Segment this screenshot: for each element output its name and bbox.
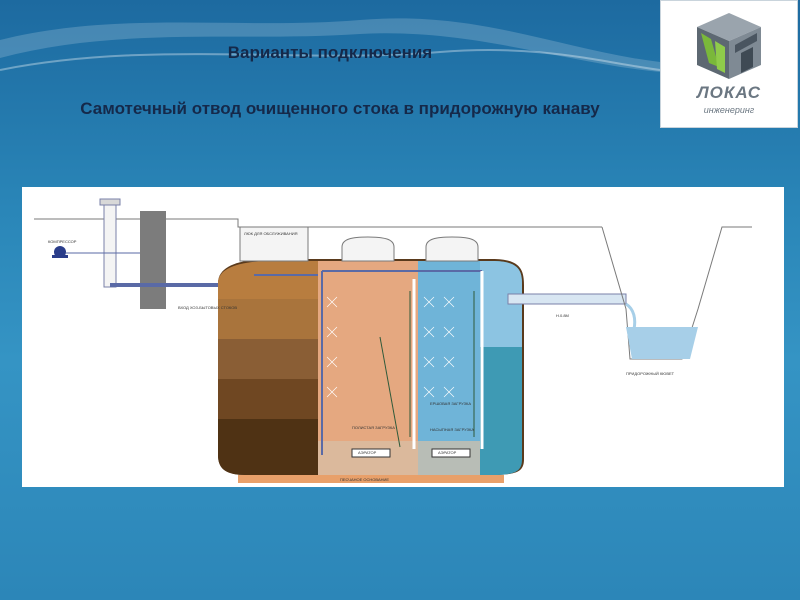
label-inlet: ВХОД ХОЗ-БЫТОВЫХ СТОКОВ — [178, 305, 237, 310]
label-aerator-2: АЭРАТОР — [438, 450, 457, 455]
vent-stack — [103, 202, 117, 288]
label-compressor: КОМПРЕССОР — [48, 239, 77, 244]
aerator-1 — [351, 448, 391, 458]
slide-subtitle: Самотечный отвод очищенного стока в прид… — [80, 99, 600, 118]
service-hatch — [239, 226, 309, 262]
loading-crosses — [326, 296, 455, 398]
chamber-biofilter — [318, 261, 418, 475]
label-load-1: ПОЛИСТАЯ ЗАГРУЗКА — [352, 425, 395, 430]
label-load-2: ЕРШОВАЯ ЗАГРУЗКА — [430, 401, 472, 406]
logo-tagline: инженеринг — [703, 105, 755, 115]
logo-name: ЛОКАС — [696, 83, 762, 102]
company-logo: ЛОКАС инженеринг — [660, 0, 798, 128]
label-aerator-1: АЭРАТОР — [358, 450, 377, 455]
logo-emblem-icon — [697, 13, 761, 79]
sand-base — [238, 475, 504, 483]
aerator-2 — [431, 448, 471, 458]
label-load-3: НАСЫПНАЯ ЗАГРУЗКА — [430, 427, 475, 432]
treatment-plant-diagram: КОМПРЕССОР ЛЮК ДЛЯ ОБСЛУЖИВАНИЯ ВХОД ХОЗ… — [22, 187, 784, 487]
chamber-aeration — [418, 261, 480, 475]
label-hatch: ЛЮК ДЛЯ ОБСЛУЖИВАНИЯ — [244, 231, 298, 236]
diagram-graphic — [34, 198, 752, 483]
slide-title: Варианты подключения — [227, 43, 433, 62]
label-outlet: Н.0.8М — [556, 313, 569, 318]
ground-line — [34, 218, 602, 228]
ditch-water — [626, 327, 698, 359]
outlet-pipe — [507, 293, 627, 305]
label-base: ПЕСЧАНОЕ ОСНОВАНИЕ — [340, 477, 390, 482]
label-ditch: ПРИДОРОЖНЫЙ КЮВЕТ — [626, 371, 675, 376]
house-wall — [140, 211, 166, 309]
